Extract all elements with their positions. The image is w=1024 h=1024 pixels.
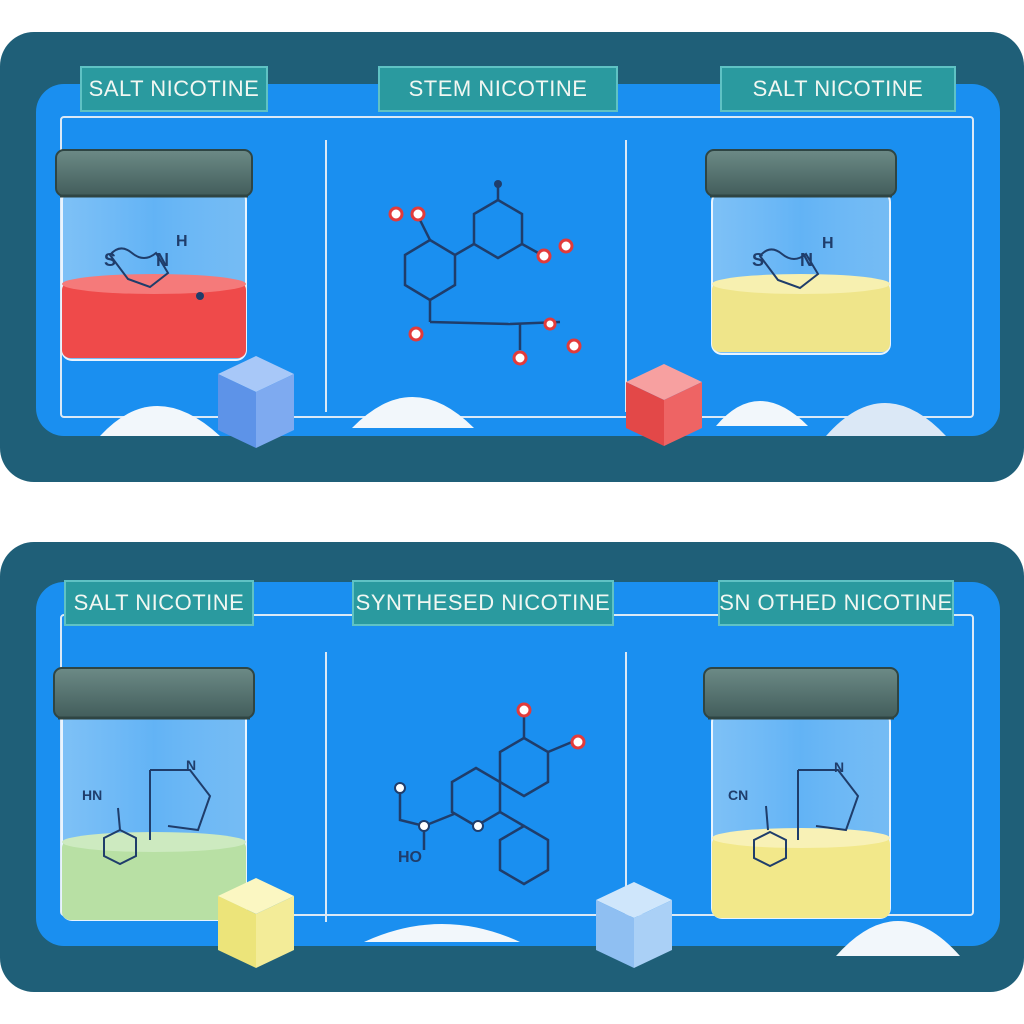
- divider-top-2: [625, 140, 627, 412]
- jar-liquid-top-left: [62, 282, 246, 358]
- divider-bottom-1: [325, 652, 327, 922]
- divider-bottom-2: [625, 652, 627, 922]
- label-top-left: SALT NICOTINE: [80, 66, 268, 112]
- jar-text-top-left-3: H: [176, 233, 188, 250]
- jar-liquid-top-right: [712, 282, 890, 352]
- jar-text-bottom-right-2: N: [834, 759, 844, 775]
- jar-liquid-bottom-left: [62, 840, 246, 920]
- cube-bottom-middle: [596, 882, 672, 968]
- atoms-bottom: [516, 702, 586, 750]
- jar-top-left: [55, 149, 253, 361]
- label-top-middle: STEM NICOTINE: [378, 66, 618, 112]
- powder-top-left: [100, 406, 220, 436]
- powder-bottom-right: [836, 921, 960, 956]
- powder-top-middle: [352, 397, 474, 428]
- jar-bottom-right: [703, 667, 899, 919]
- powder-top-right-1: [716, 401, 808, 426]
- jar-top-right: [705, 149, 897, 355]
- jar-text-top-right-3: H: [822, 235, 834, 252]
- jar-text-bottom-left-1: HN: [82, 787, 102, 803]
- label-bottom-right: SN OTHED NICOTINE: [718, 580, 954, 626]
- jar-liquid-bottom-right: [712, 836, 890, 918]
- divider-top-1: [325, 140, 327, 412]
- molecule-top: [403, 185, 561, 350]
- jar-lid-top-left: [55, 149, 253, 197]
- jar-text-bottom-left-2: N: [186, 757, 196, 773]
- label-bottom-middle: SYNTHESED NICOTINE: [352, 580, 614, 626]
- jar-text-top-left-2: N: [156, 250, 169, 270]
- atoms-top: [388, 206, 582, 366]
- powder-top-right-2: [826, 403, 946, 436]
- cube-top-right: [626, 364, 702, 446]
- cube-bottom-left: [218, 878, 294, 968]
- cube-top-left: [218, 356, 294, 448]
- label-top-right: SALT NICOTINE: [720, 66, 956, 112]
- jar-text-top-right-2: N: [800, 250, 813, 270]
- powder-bottom-middle: [364, 924, 520, 942]
- label-bottom-left: SALT NICOTINE: [64, 580, 254, 626]
- jar-lid-bottom-right: [703, 667, 899, 719]
- molecule-bottom-label: HO: [398, 849, 422, 866]
- jar-text-top-right-1: S: [752, 250, 764, 270]
- jar-lid-top-right: [705, 149, 897, 197]
- molecule-bottom: [398, 716, 573, 886]
- jar-lid-bottom-left: [53, 667, 255, 719]
- jar-text-bottom-right-1: CN: [728, 787, 748, 803]
- jar-text-top-left-1: S: [104, 250, 116, 270]
- jar-bottom-left: [53, 667, 255, 921]
